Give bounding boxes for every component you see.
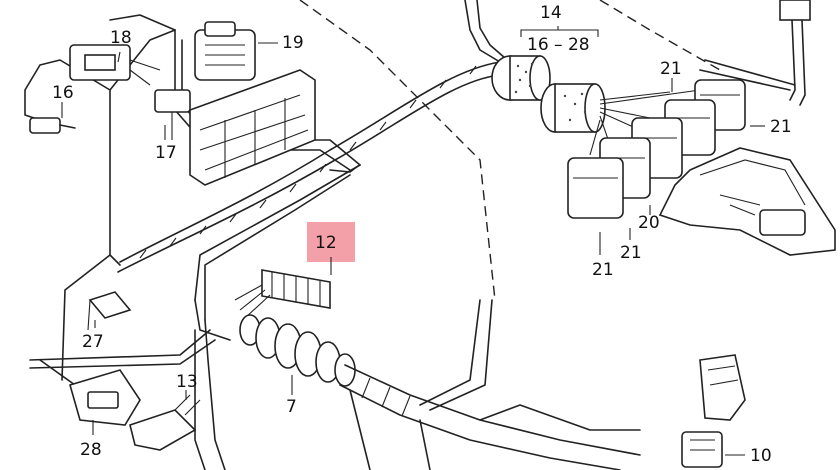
part-27 (87, 291, 132, 331)
tap-wire (329, 165, 359, 173)
callout-21-mid: 21 (620, 243, 642, 263)
connector-13 (129, 394, 201, 451)
bottom-conduit (339, 299, 641, 470)
callout-16-28: 16 – 28 (527, 35, 590, 55)
connector-14 (491, 55, 606, 133)
relay-bracket (658, 147, 836, 256)
callout-17: 17 (155, 143, 177, 163)
relay-group-21 (567, 79, 746, 219)
callout-21-right: 21 (770, 117, 792, 137)
callout-28: 28 (80, 440, 102, 460)
callout-12: 12 (315, 233, 337, 253)
leader-lines (61, 26, 765, 456)
top-vertical-harness-2 (476, 0, 506, 59)
callout-7: 7 (286, 397, 297, 417)
callout-20: 20 (638, 213, 660, 233)
switch-28 (69, 369, 141, 426)
dashed-reference-line-2 (599, 0, 721, 71)
callout-18: 18 (110, 28, 132, 48)
part-10-area (681, 354, 746, 468)
top-right-item (699, 0, 811, 106)
callout-21-left: 21 (592, 260, 614, 280)
callout-10: 10 (750, 446, 772, 466)
callout-13: 13 (176, 372, 198, 392)
relay-17 (154, 89, 191, 140)
grommet-7 (239, 314, 356, 387)
relay-19 (194, 21, 256, 81)
callout-19: 19 (282, 33, 304, 53)
callout-16: 16 (52, 83, 74, 103)
callout-labels: 14 16 – 28 18 19 16 17 12 21 21 20 21 21… (52, 3, 792, 466)
callout-27: 27 (82, 332, 104, 352)
callout-21-top: 21 (660, 59, 682, 79)
fuse-relay-panel (189, 69, 316, 186)
connector-18 (69, 44, 161, 86)
top-vertical-harness (464, 0, 501, 63)
relay-fan-wires (589, 89, 701, 156)
callout-12-highlight (307, 222, 355, 262)
lower-left-harness (29, 254, 231, 470)
connector-16 (29, 117, 76, 134)
connector-12 (234, 269, 331, 319)
main-wire-harness (117, 61, 501, 273)
callout-14: 14 (540, 3, 562, 23)
